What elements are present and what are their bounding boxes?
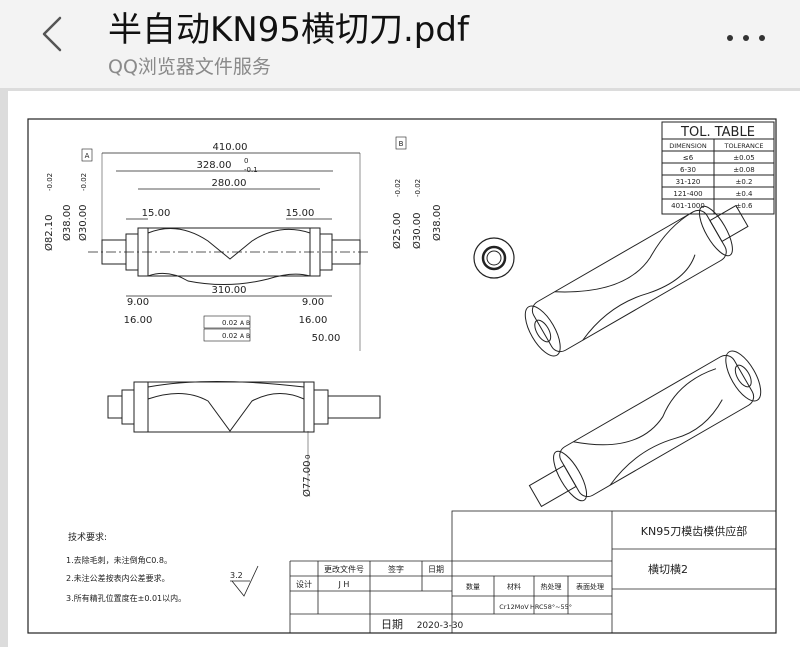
dim-dia38-left: Ø38.00 (61, 205, 73, 242)
dim-dia38-right: Ø38.00 (431, 205, 443, 242)
dim-328: 328.00 (197, 160, 232, 171)
front-view: 410.00 328.00 0 -0.1 280.00 15.00 15.00 … (43, 136, 443, 351)
chevron-left-icon (42, 16, 62, 52)
designer-value: J H (338, 580, 350, 589)
side-view (473, 237, 515, 279)
tol-cell: ±0.6 (736, 202, 754, 210)
back-button[interactable] (36, 12, 76, 56)
design-label: 设计 (296, 579, 312, 589)
tech-req-heading: 技术要求: (68, 531, 107, 543)
isometric-view-bottom (528, 350, 762, 508)
document-source: QQ浏览器文件服务 (108, 56, 271, 78)
dim-9-right: 9.00 (302, 297, 324, 308)
dim-410: 410.00 (213, 142, 248, 153)
tol-cell: ±0.05 (733, 154, 754, 162)
tol-cell: 6-30 (680, 166, 696, 174)
part-name: 横切横2 (648, 562, 688, 576)
signature-header: 签字 (388, 564, 404, 574)
tolerance-table: TOL. TABLE DIMENSION TOLERANCE ≤6 ±0.05 … (661, 121, 775, 215)
dim-15-right: 15.00 (286, 208, 315, 219)
tech-req-item: 3.所有精孔位置度在±0.01以内。 (66, 593, 186, 603)
dim-dia25: Ø25.00 (391, 213, 403, 250)
dim-328-tol-bottom: -0.1 (244, 166, 258, 174)
bottom-view: Ø77.00 0 (107, 381, 381, 498)
dim-310: 310.00 (212, 285, 247, 296)
tol-cell: ≤6 (683, 154, 694, 162)
heat-treatment-label: 热处理 (541, 582, 562, 591)
technical-requirements: 技术要求: 1.去除毛刺，未注倒角C0.8。 2.未注公差按表内公差要求。 3.… (66, 531, 259, 603)
gdt-ref-1: A B (240, 320, 250, 327)
title-block: KN95刀模齿模供应部 横切横2 更改文件号 签字 日期 设计 J H 数量 材… (289, 510, 777, 634)
tol-header-tolerance: TOLERANCE (723, 142, 763, 150)
dim-dia77: Ø77.00 (301, 461, 313, 498)
dim-dia30-right-tol: -0.02 (414, 179, 422, 197)
document-title: 半自动KN95横切刀.pdf (108, 10, 469, 50)
tol-header-dimension: DIMENSION (669, 142, 707, 150)
gdt-ref-2: A B (240, 333, 250, 340)
dim-dia30-right: Ø30.00 (411, 213, 423, 250)
isometric-view-top (524, 204, 749, 357)
company-name: KN95刀模齿模供应部 (641, 524, 747, 538)
tol-cell: ±0.2 (736, 178, 753, 186)
date-value: 2020-3-30 (417, 621, 464, 631)
surface-treatment-label: 表面处理 (576, 582, 604, 591)
date-label: 日期 (381, 618, 403, 631)
dim-328-tol-top: 0 (244, 157, 248, 165)
material-value: Cr12MoV (499, 603, 529, 611)
date-header: 日期 (428, 565, 444, 574)
tol-cell: 121-400 (673, 190, 702, 198)
dim-50: 50.00 (312, 333, 341, 344)
dim-15-left: 15.00 (142, 208, 171, 219)
datum-b-label: B (399, 140, 404, 148)
dim-9-left: 9.00 (127, 297, 149, 308)
gdt-value-1: 0.02 (222, 319, 238, 327)
drawing-border (27, 118, 777, 634)
dim-16-right: 16.00 (299, 315, 328, 326)
dim-280: 280.00 (212, 178, 247, 189)
dim-dia82-tol: -0.02 (46, 173, 54, 191)
change-doc-header: 更改文件号 (324, 564, 364, 574)
pdf-page: TOL. TABLE DIMENSION TOLERANCE ≤6 ±0.05 … (8, 91, 800, 647)
datum-a-label: A (85, 152, 90, 160)
tol-cell: ±0.4 (736, 190, 754, 198)
dim-16-left: 16.00 (124, 315, 153, 326)
tech-req-item: 1.去除毛刺，未注倒角C0.8。 (66, 555, 172, 565)
more-menu-button[interactable] (718, 16, 774, 52)
surface-roughness: 3.2 (230, 571, 243, 580)
tol-cell: ±0.08 (733, 166, 754, 174)
dim-dia82: Ø82.10 (43, 215, 55, 252)
engineering-drawing: TOL. TABLE DIMENSION TOLERANCE ≤6 ±0.05 … (27, 118, 777, 634)
pdf-viewer[interactable]: TOL. TABLE DIMENSION TOLERANCE ≤6 ±0.05 … (0, 88, 800, 647)
qty-label: 数量 (466, 582, 480, 591)
top-bar: 半自动KN95横切刀.pdf QQ浏览器文件服务 (0, 0, 800, 88)
tech-req-item: 2.未注公差按表内公差要求。 (66, 573, 170, 583)
dim-dia77-tol: 0 (304, 455, 312, 459)
dim-dia25-tol: -0.02 (394, 179, 402, 197)
tol-cell: 401-1000 (671, 202, 705, 210)
dim-dia30-left-tol: -0.02 (80, 173, 88, 191)
tol-cell: 31-120 (676, 178, 701, 186)
dim-dia30-left: Ø30.00 (77, 205, 89, 242)
more-dots-icon (727, 35, 765, 41)
tol-table-title: TOL. TABLE (680, 125, 755, 140)
gdt-value-2: 0.02 (222, 332, 238, 340)
heat-treatment-value: HRC58°~55° (530, 603, 572, 611)
material-label: 材料 (507, 582, 521, 591)
